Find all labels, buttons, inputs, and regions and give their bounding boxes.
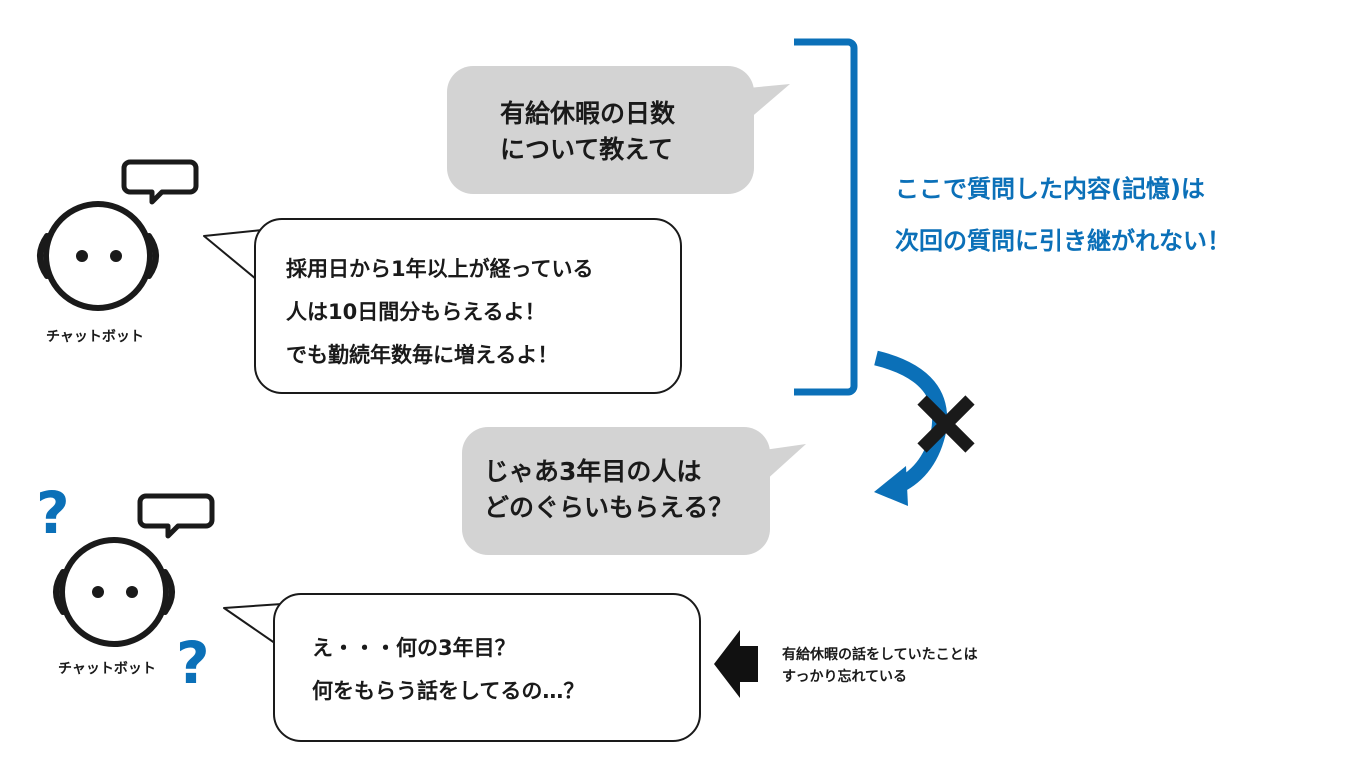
user-question-text-2: じゃあ3年目の人は どのぐらいもらえる？	[484, 457, 734, 522]
question-mark-icon: ?	[176, 629, 210, 697]
speech-balloon-icon	[137, 493, 215, 539]
robot-face-icon	[37, 159, 199, 311]
question-mark-icon: ?	[36, 479, 70, 547]
user-question-text-1: 有給休暇の日数 について教えて	[500, 99, 676, 164]
chatbot-label-top: チャットボット	[46, 329, 144, 345]
bot-answer-text-2: え・・・何の3年目？ 何をもらう話をしてるの…？	[312, 636, 585, 703]
bot-answer-bubble-1	[254, 218, 682, 394]
bot-answer-bubble-2	[273, 593, 701, 742]
speech-balloon-icon	[121, 159, 199, 205]
bot-answer-text-1: 採用日から1年以上が経っている 人は10日間分もらえるよ！ でも勤続年数毎に増え…	[286, 257, 594, 367]
user-question-bubble-2	[462, 427, 770, 555]
memory-note: ここで質問した内容(記憶)は 次回の質問に引き継がれない！	[895, 175, 1231, 255]
chatbot-label-bottom: チャットボット	[58, 661, 156, 677]
curved-arrow-icon	[874, 350, 975, 506]
cross-icon	[917, 395, 975, 453]
bubble-tail	[748, 84, 790, 120]
bracket-icon	[794, 38, 858, 396]
robot-face-icon	[53, 493, 215, 647]
bubble-tail	[764, 444, 806, 482]
forgot-note: 有給休暇の話をしていたことは すっかり忘れている	[782, 647, 978, 685]
user-question-bubble-1	[447, 66, 754, 194]
left-arrow-icon	[714, 630, 758, 698]
